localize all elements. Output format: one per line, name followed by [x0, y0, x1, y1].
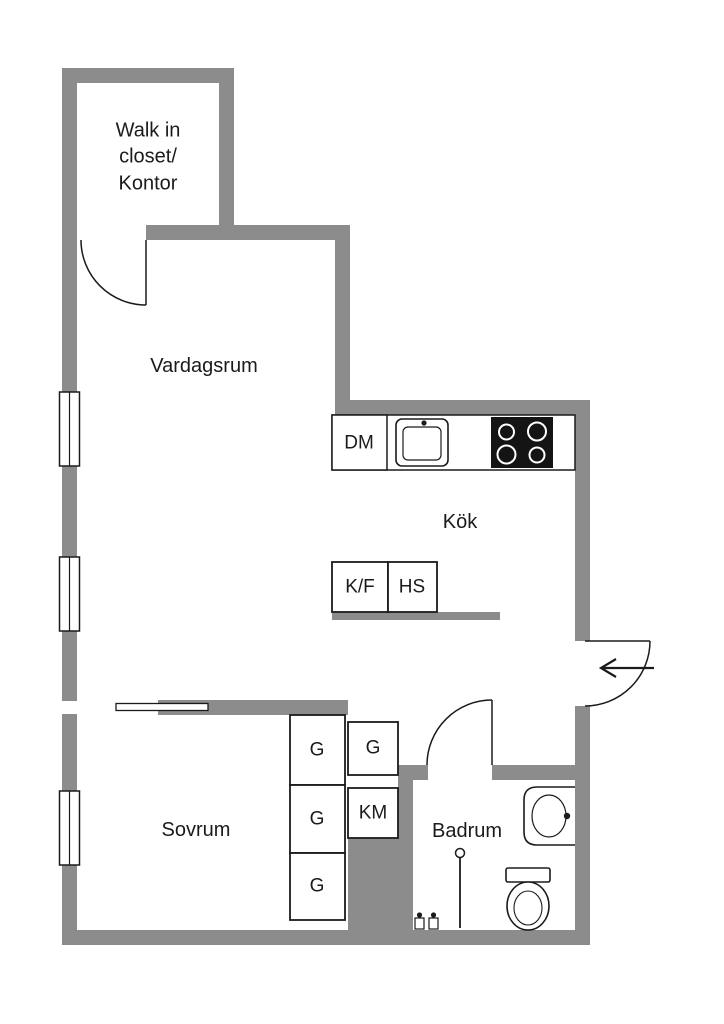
wardrobe-box-3 [289, 852, 346, 921]
stove-burner [527, 421, 547, 442]
bathroom-door-swing-icon [426, 699, 493, 766]
windows [58, 391, 81, 866]
bathroom-fixtures [414, 786, 575, 931]
stove-icon [491, 417, 553, 468]
wall-shaft [348, 838, 413, 930]
kitchen-sink-icon [395, 418, 449, 467]
stove-burner [496, 444, 517, 465]
wall-left [62, 68, 77, 945]
walls [62, 68, 590, 945]
wall-bottom [62, 930, 590, 945]
wardrobe-box-1 [289, 714, 346, 786]
wall-kitchen-top [335, 400, 590, 415]
fridge-freezer-box [331, 561, 389, 613]
wall-bathroom-top-left [398, 765, 428, 780]
wall-bathroom-top-right [492, 765, 575, 780]
dishwasher-box [331, 414, 388, 471]
closet-door-swing-icon [80, 239, 147, 306]
tall-cabinet-box [387, 561, 438, 613]
wall-step-vertical [335, 225, 350, 415]
wardrobe-hall-box [347, 721, 399, 776]
wall-notch [62, 701, 77, 714]
wardrobe-box-2 [289, 784, 346, 854]
window-icon [58, 391, 81, 467]
wall-right-lower [575, 706, 590, 945]
stove-burner [498, 423, 515, 441]
storage-units [289, 714, 399, 921]
toilet-icon [505, 867, 551, 931]
wall-kitchen-half [332, 612, 500, 620]
shower-icon [454, 847, 466, 928]
wall-closet-top [62, 68, 234, 83]
window-icon [58, 556, 81, 632]
entrance-arrow-icon [598, 658, 654, 678]
wall-closet-bottom [146, 225, 350, 240]
kitchen-fixtures [331, 414, 576, 613]
bath-taps-icon [414, 912, 439, 930]
bedroom-sliding-door-icon [115, 702, 209, 712]
washbasin-icon [523, 786, 575, 846]
wall-right-upper [575, 400, 590, 641]
doors [80, 239, 651, 766]
washing-machine-box [347, 787, 399, 839]
entrance-door-swing-icon [584, 640, 651, 707]
stove-burner [528, 446, 546, 464]
wall-closet-right [219, 68, 234, 240]
window-icon [58, 790, 81, 866]
